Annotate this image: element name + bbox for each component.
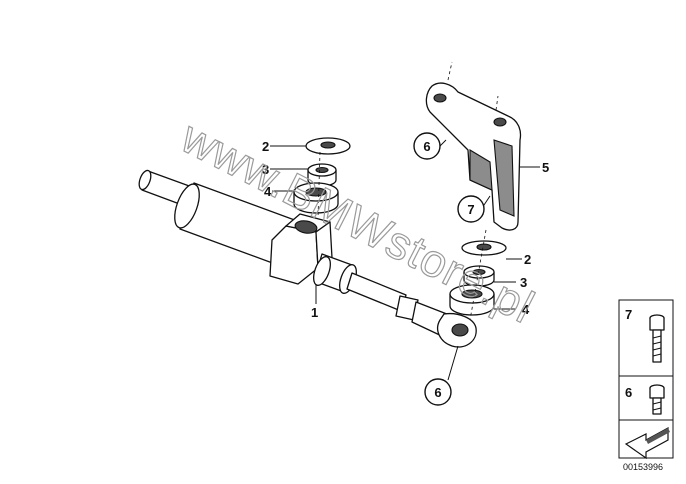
bolt-long-icon[interactable] [649, 314, 665, 363]
callout-washer-bottom: 2 [524, 252, 531, 267]
callout-damper: 1 [311, 305, 318, 320]
svg-text:6: 6 [423, 139, 430, 154]
ref-label-7: 7 [625, 307, 632, 322]
assembly-line-top [317, 151, 321, 219]
bracket[interactable] [425, 61, 522, 231]
ref-label-6: 6 [625, 385, 632, 400]
diagram-number: 00153996 [623, 462, 663, 472]
arrow-icon [624, 426, 670, 460]
callout-bushing-top: 3 [262, 162, 269, 177]
callout-screw-top[interactable]: 6 [413, 132, 441, 160]
svg-text:6: 6 [434, 385, 441, 400]
washer-bottom[interactable] [461, 240, 507, 256]
callout-ring-bottom: 4 [522, 302, 530, 317]
callout-ring-top: 4 [264, 184, 272, 199]
svg-text:7: 7 [467, 202, 474, 217]
callout-washer-top: 2 [262, 139, 269, 154]
callout-bolt[interactable]: 7 [457, 195, 485, 223]
bushing-top[interactable] [307, 163, 337, 187]
callout-bracket: 5 [542, 160, 549, 175]
callout-bushing-bottom: 3 [520, 275, 527, 290]
ring-bottom[interactable] [449, 284, 495, 316]
steering-damper[interactable] [137, 169, 477, 348]
bolt-short-icon[interactable] [649, 384, 665, 415]
callout-screw-bottom[interactable]: 6 [424, 378, 452, 406]
ring-top[interactable] [293, 182, 339, 214]
reference-panel: 7 6 [618, 299, 674, 460]
washer-top[interactable] [305, 137, 351, 155]
